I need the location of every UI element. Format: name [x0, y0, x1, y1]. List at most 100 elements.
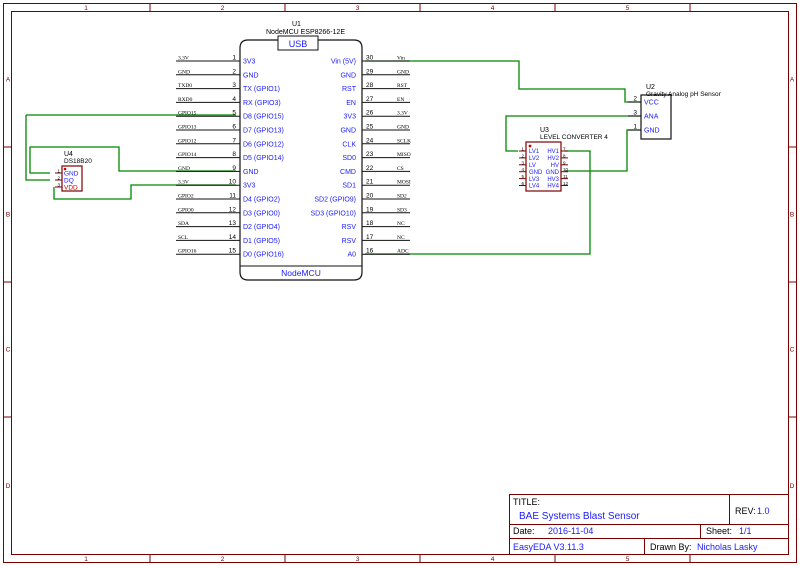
u3-ref: U3	[540, 127, 549, 134]
u3-pin-number: 3	[521, 160, 524, 165]
u3-part: LEVEL CONVERTER 4	[540, 134, 608, 141]
frame-col-label: 4	[491, 556, 495, 563]
u3-pin1-marker	[528, 144, 532, 148]
frame-col-label: 3	[356, 5, 360, 12]
u1-pin-name: 3V3	[344, 114, 357, 121]
u4-ref: U4	[64, 151, 73, 158]
u1-pin-number: 25	[366, 124, 374, 131]
u1-pin-name: SD3 (GPIO10)	[310, 210, 356, 217]
u1-net-label: EN	[397, 97, 404, 103]
nodemcu-module	[239, 35, 363, 281]
ds18b20-body	[61, 165, 83, 192]
frame-col-label: 4	[491, 5, 495, 12]
u1-pin-name: GND	[340, 128, 356, 135]
u1-pin-number: 8	[232, 151, 236, 158]
frame-col-label: 2	[221, 5, 225, 12]
u1-ref: U1	[292, 21, 301, 28]
u1-pin-number: 30	[366, 55, 374, 62]
u4-pin-number: 3	[57, 183, 60, 188]
rev-label: REV:	[735, 506, 756, 516]
title-value: BAE Systems Blast Sensor	[519, 511, 640, 522]
u3-pin-number: 2	[521, 153, 524, 158]
frame-col-label: 5	[626, 556, 630, 563]
u3-pin-name: HV4	[547, 184, 559, 190]
u1-pin-number: 26	[366, 110, 374, 117]
u1-net-label: GND	[178, 166, 190, 172]
u2-ref: U2	[646, 84, 655, 91]
u1-pin-number: 29	[366, 68, 374, 75]
u3-pin-name: LV4	[529, 184, 540, 190]
frame-col-label: 1	[84, 5, 88, 12]
u3-pin-name: LV3	[529, 177, 540, 183]
u4-part: DS18B20	[64, 158, 92, 165]
u1-net-label: SCLK	[397, 138, 411, 144]
u1-net-label: SD2	[397, 194, 407, 200]
u1-pin-number: 22	[366, 165, 374, 172]
u1-pin-number: 15	[229, 248, 237, 255]
u1-pin-number: 1	[232, 55, 236, 62]
u1-net-label: NC	[397, 235, 405, 241]
u1-net-label: GPIO16	[178, 249, 197, 255]
u1-pin-name: SD2 (GPIO9)	[314, 197, 356, 204]
date-value: 2016-11-04	[548, 526, 593, 536]
u1-net-label: SCL	[178, 235, 189, 241]
u3-pin-name: HV	[551, 163, 559, 169]
u1-net-label: MOSI	[397, 180, 411, 186]
u1-net-label: 3.3V	[178, 180, 189, 186]
wire-adc-to-conv	[365, 150, 591, 255]
u1-pin-number: 20	[366, 193, 374, 200]
frame-row-label: C	[790, 347, 795, 354]
u1-pin-number: 6	[232, 124, 236, 131]
u1-net-label: Vin	[397, 56, 405, 62]
u1-pin-number: 14	[229, 234, 237, 241]
u1-pin-number: 11	[229, 193, 236, 200]
u1-pin-number: 19	[366, 206, 374, 213]
u4-pin-name: DQ	[64, 177, 74, 184]
u1-pin-number: 5	[232, 110, 236, 117]
software-version: EasyEDA V3.11.3	[513, 542, 584, 552]
frame-row-label: A	[790, 77, 795, 84]
u1-pin-name: D4 (GPIO2)	[243, 197, 280, 204]
u4-pin-number: 2	[57, 176, 60, 181]
wire-vin-to-ph-vcc	[365, 60, 641, 103]
u1-pin-number: 7	[232, 137, 236, 144]
ph-sensor-body	[640, 94, 672, 140]
u1-net-label: GND	[178, 69, 190, 75]
u3-pin-name: GND	[546, 170, 560, 176]
u3-pin-number: 11	[563, 174, 568, 179]
u1-pin-name: RST	[342, 86, 357, 93]
u1-pin-name: CMD	[340, 169, 356, 176]
drawn-by-label: Drawn By:	[650, 542, 692, 552]
wire-ph-ana-to-hv1	[505, 115, 641, 152]
u1-pin-name: D2 (GPIO4)	[243, 224, 280, 231]
sheet-value: 1/1	[739, 526, 752, 536]
u3-pin-number: 6	[521, 181, 524, 186]
u1-pin-name: GND	[243, 169, 259, 176]
u1-net-label: RST	[397, 83, 408, 89]
u1-net-label: MISO	[397, 152, 411, 158]
u1-net-label: TXD0	[178, 83, 192, 89]
u1-usb-label: USB	[289, 39, 308, 49]
frame-row-label: B	[790, 212, 794, 219]
date-label: Date:	[513, 526, 535, 536]
u1-pin-name: D5 (GPIO14)	[243, 155, 284, 162]
u1-pin-name: Vin (5V)	[331, 59, 356, 66]
u1-pin-number: 24	[366, 137, 374, 144]
u1-pin-number: 21	[366, 179, 374, 186]
sheet-label: Sheet:	[706, 526, 732, 536]
u1-net-label: SDA	[178, 221, 189, 227]
u4-pin1-marker	[63, 167, 67, 171]
u1-pin-name: 3V3	[243, 183, 256, 190]
u1-pin-name: D0 (GPIO16)	[243, 252, 284, 259]
level-converter-body	[525, 141, 562, 192]
u2-pin-number: 3	[633, 110, 637, 117]
frame-row-label: A	[6, 77, 11, 84]
u1-net-label: GPIO12	[178, 138, 197, 144]
title-label: TITLE:	[513, 497, 540, 507]
u1-net-label: 3.3V	[178, 56, 189, 62]
u1-pin-number: 9	[232, 165, 236, 172]
frame-row-label: D	[6, 483, 11, 490]
